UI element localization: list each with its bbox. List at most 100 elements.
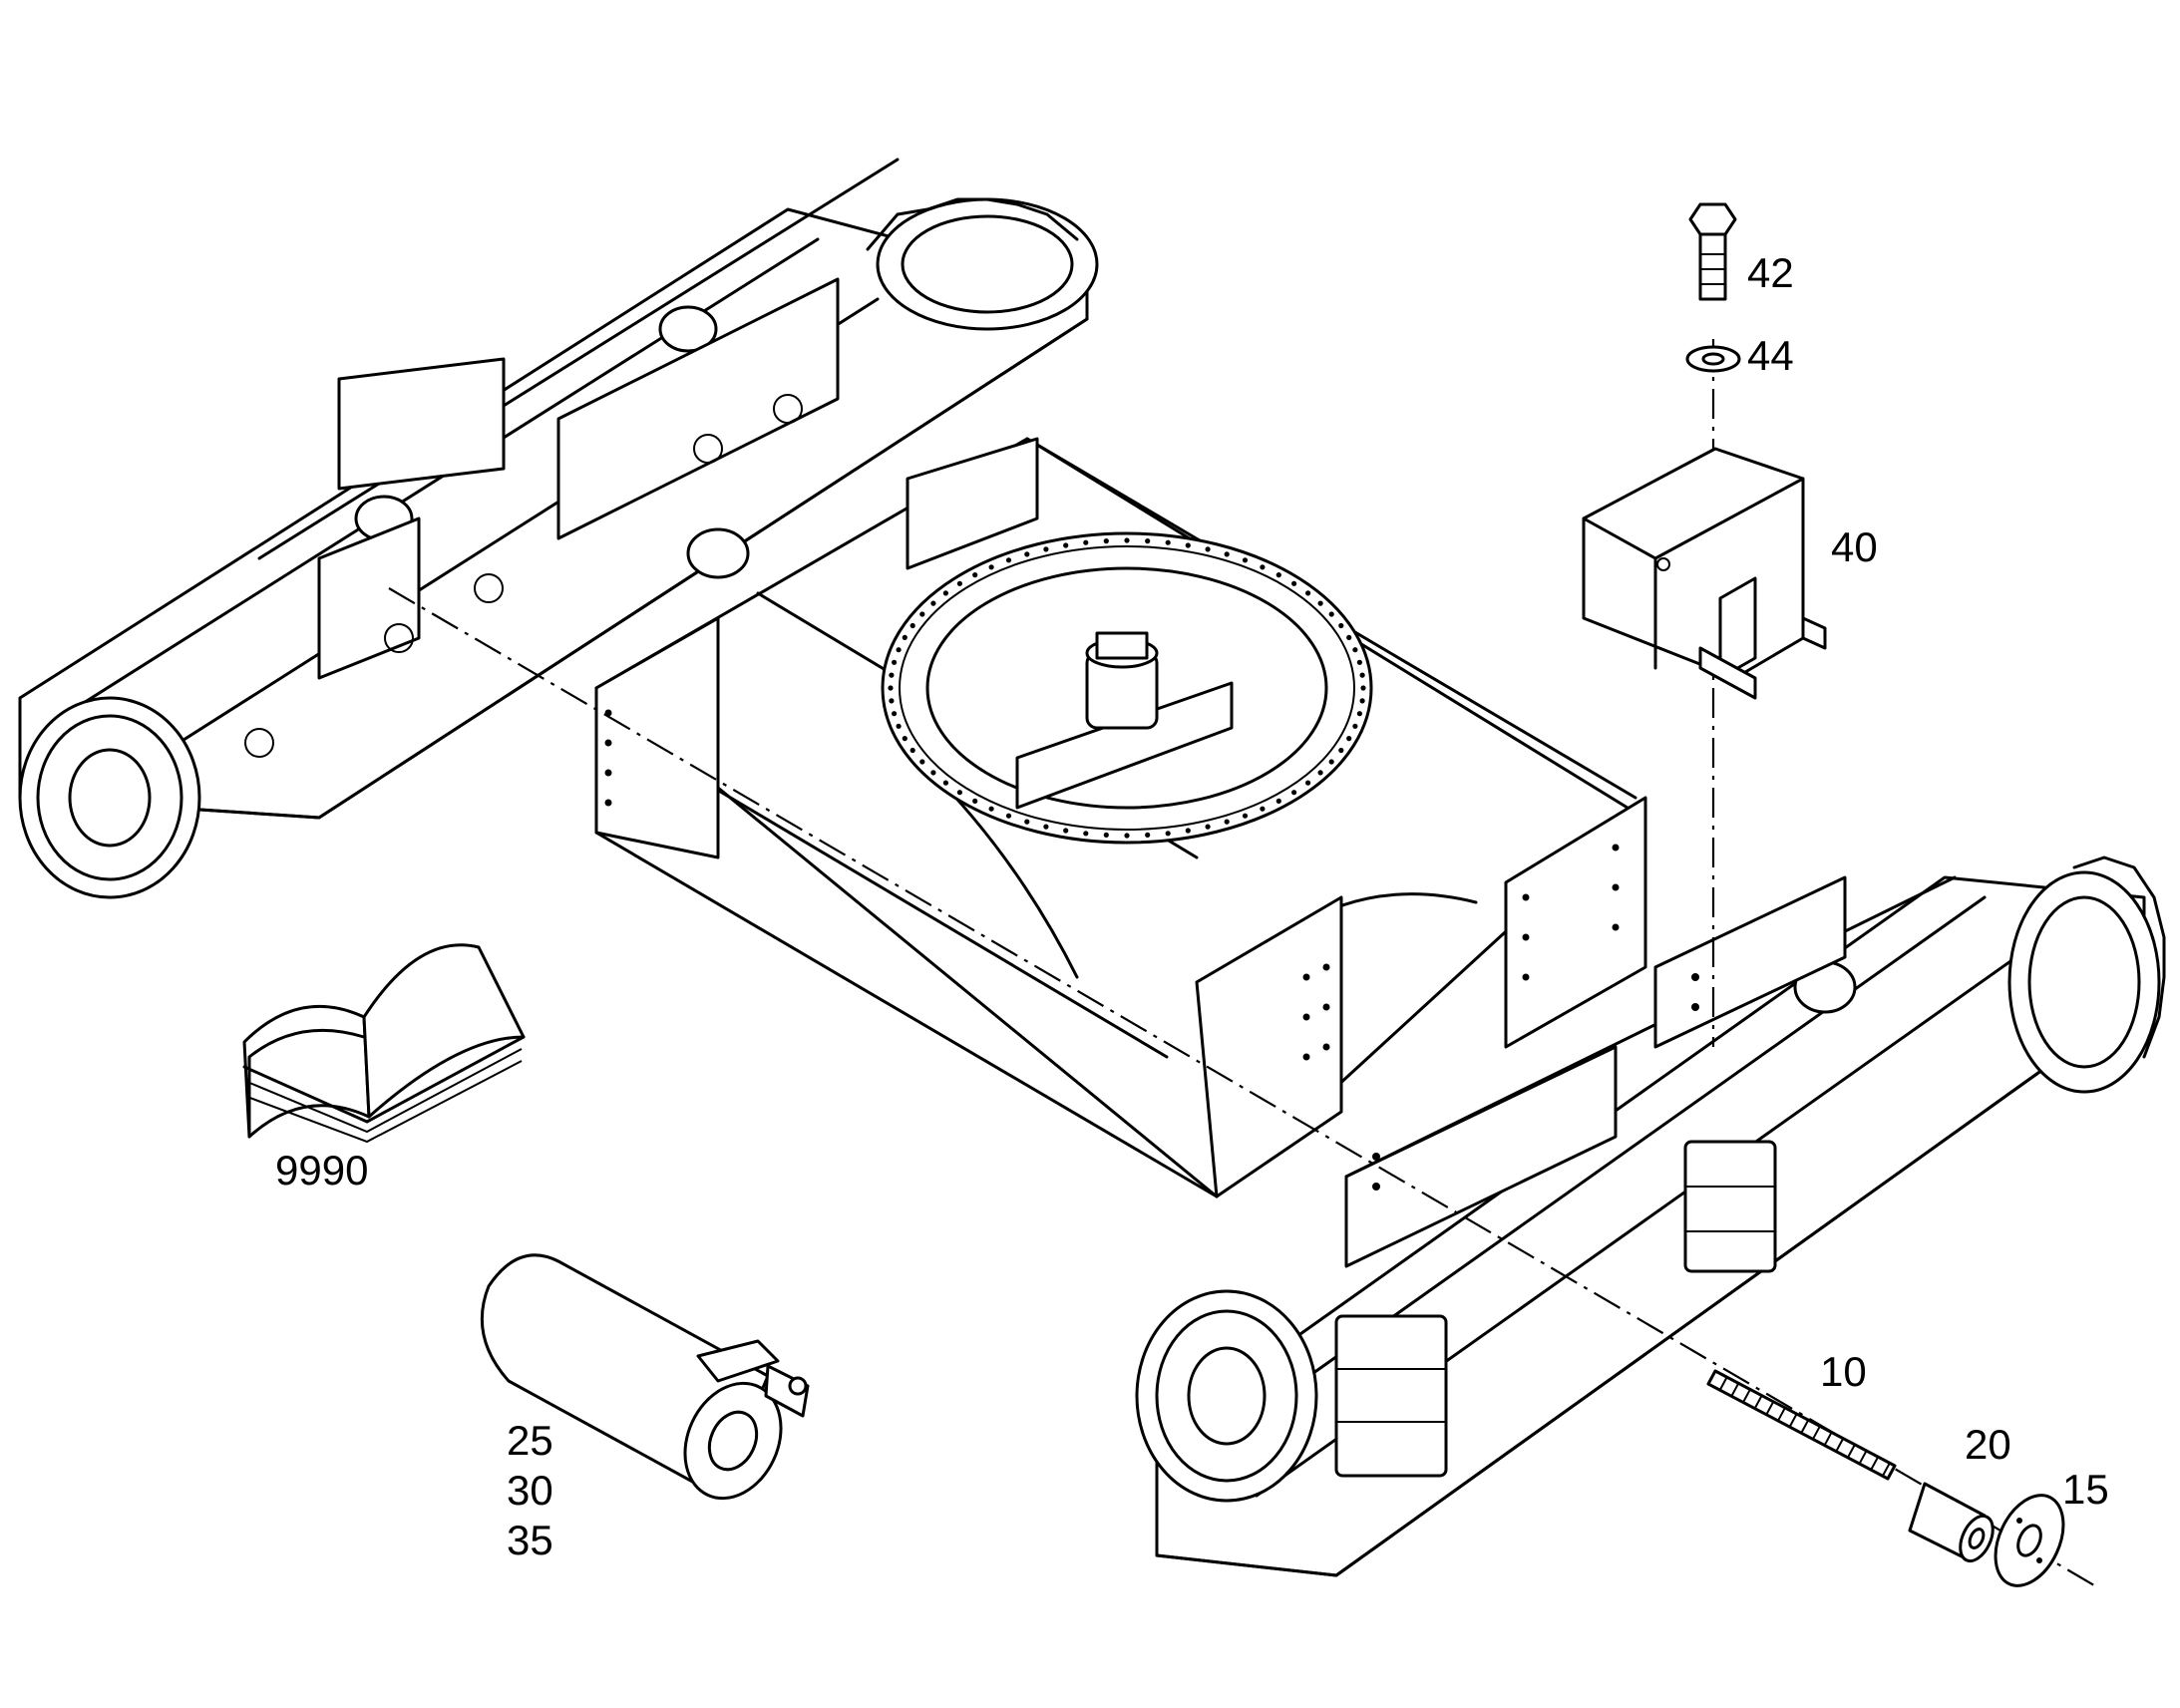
ring-bolt-hole	[1275, 798, 1281, 805]
pin-thread-line	[1788, 1413, 1798, 1428]
pin-part	[1706, 1369, 1897, 1481]
pin-thread-line	[1835, 1438, 1845, 1452]
ring-bolt-hole	[892, 659, 898, 665]
callout-pin: 10	[1820, 1348, 1867, 1395]
left-drive-sprocket	[866, 197, 1099, 331]
ring-bolt-hole	[889, 672, 895, 678]
callout-bolt: 42	[1747, 249, 1794, 296]
ring-bolt-hole	[1083, 539, 1089, 545]
pin-threads	[1707, 1370, 1891, 1477]
right-frame-holes	[1372, 973, 1699, 1191]
bushing-part	[1908, 1482, 1995, 1563]
ring-bolt-hole	[909, 747, 915, 754]
ring-bolt-hole	[930, 600, 936, 606]
washer-part	[1685, 345, 1741, 373]
ring-bolt-hole	[919, 611, 925, 617]
ring-bolt-hole	[1317, 600, 1323, 606]
ring-bolt-hole	[902, 736, 908, 742]
callout-cylinder-stack: 25 30 35	[507, 1416, 553, 1565]
callout-cylinder-2: 30	[507, 1467, 553, 1514]
ring-bolt-hole	[1328, 611, 1334, 617]
ring-bolt-hole	[1124, 537, 1130, 543]
ring-bolt-hole	[1356, 711, 1362, 717]
ring-bolt-hole	[1338, 622, 1344, 629]
pin-thread-line	[1742, 1388, 1751, 1403]
ring-bolt-hole	[1145, 832, 1151, 839]
ring-bolt-hole	[1063, 542, 1069, 548]
callout-cylinder-1: 25	[507, 1417, 553, 1464]
ring-bolt-hole	[1145, 538, 1151, 544]
ring-bolt-hole	[1346, 634, 1352, 641]
ring-bolt-hole	[1103, 538, 1109, 544]
ring-bolt-hole	[1360, 685, 1366, 691]
track-guard-blocks	[1334, 1140, 1777, 1478]
pin-thread-line	[1707, 1370, 1716, 1385]
ring-bolt-hole	[1275, 572, 1281, 578]
ring-bolt-hole	[1260, 564, 1266, 570]
ring-bolt-hole	[1024, 819, 1030, 825]
pin-thread-line	[1858, 1450, 1868, 1465]
callout-cover: 40	[1831, 523, 1878, 570]
ring-bolt-hole	[1185, 828, 1191, 834]
callout-bushing: 20	[1965, 1421, 2011, 1468]
ring-bolt-hole	[988, 564, 994, 570]
pin-thread-line	[1765, 1401, 1775, 1416]
ring-bolt-hole	[919, 759, 925, 765]
ring-bolt-hole	[988, 806, 994, 812]
ring-bolt-hole	[1359, 672, 1365, 678]
pin-thread-line	[1882, 1462, 1891, 1477]
ring-bolt-hole	[1352, 723, 1358, 729]
operator-manual-icon	[242, 943, 526, 1144]
pin-thread-line	[1753, 1395, 1763, 1409]
ring-bolt-hole	[1205, 824, 1211, 830]
pin-thread-line	[1730, 1382, 1740, 1397]
ring-bolt-hole	[1328, 759, 1334, 765]
ring-bolt-hole	[892, 711, 898, 717]
ring-bolt-hole	[1043, 546, 1049, 552]
ring-bolt-hole	[1346, 736, 1352, 742]
protective-cover-part	[1582, 447, 1827, 700]
ring-bolt-hole	[1043, 824, 1049, 830]
ring-bolt-hole	[1338, 747, 1344, 754]
ring-bolt-hole	[972, 572, 978, 578]
ring-bolt-hole	[942, 590, 949, 596]
pin-thread-line	[1847, 1444, 1856, 1459]
ring-bolt-hole	[1356, 659, 1362, 665]
ring-bolt-hole	[1291, 580, 1297, 586]
pin-thread-line	[1718, 1376, 1728, 1391]
ring-bolt-hole	[1063, 828, 1069, 834]
ring-bolt-hole	[1124, 833, 1130, 839]
ring-bolt-hole	[889, 698, 895, 704]
ring-bolt-hole	[1260, 806, 1266, 812]
ring-bolt-hole	[1185, 542, 1191, 548]
right-drive-sprocket	[2007, 855, 2166, 1094]
ring-bolt-hole	[888, 685, 894, 691]
ring-bolt-hole	[1083, 831, 1089, 837]
callout-manual: 9990	[275, 1147, 369, 1194]
ring-bolt-hole	[1165, 831, 1171, 837]
slewing-ring	[881, 531, 1373, 845]
callout-cylinder-3: 35	[507, 1517, 553, 1563]
ring-bolt-hole	[1005, 813, 1012, 819]
callout-cap: 15	[2062, 1466, 2109, 1513]
pin-thread-line	[1823, 1431, 1833, 1446]
slewing-ring-bolt-holes	[888, 537, 1366, 839]
ring-bolt-hole	[896, 647, 902, 653]
right-track-frame	[1135, 855, 2166, 1577]
ring-bolt-hole	[1317, 770, 1323, 776]
ring-bolt-hole	[930, 770, 936, 776]
ring-bolt-hole	[1305, 780, 1311, 786]
ring-bolt-hole	[1165, 539, 1171, 545]
bolt-part	[1688, 202, 1737, 301]
ring-bolt-hole	[909, 622, 915, 629]
ring-bolt-hole	[1205, 546, 1211, 552]
ring-bolt-hole	[1352, 647, 1358, 653]
ring-bolt-hole	[1005, 557, 1012, 563]
ring-bolt-hole	[902, 634, 908, 641]
ring-bolt-hole	[972, 798, 978, 805]
ring-bolt-hole	[1242, 557, 1249, 563]
pin-thread-line	[1870, 1456, 1880, 1471]
ring-bolt-hole	[1291, 790, 1297, 796]
ring-bolt-hole	[1242, 813, 1249, 819]
